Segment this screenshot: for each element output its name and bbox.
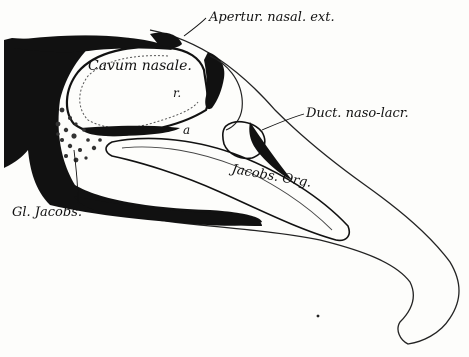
small-spot <box>317 315 320 318</box>
label-r: r. <box>173 87 181 99</box>
label-ductus-naso-lacrimalis: Duct. naso-lacr. <box>306 107 409 120</box>
mid-cartilage-bar <box>80 126 180 136</box>
glandula-jacobsoni <box>56 108 102 163</box>
snout-outline <box>80 30 459 344</box>
label-cavum-nasale: Cavum nasale. <box>88 59 192 73</box>
leader-ductus <box>262 114 304 130</box>
label-glandula-jacobsoni: Gl. Jacobs. <box>12 206 82 219</box>
label-a: a <box>183 124 190 136</box>
upper-cartilage <box>14 35 172 52</box>
label-apertura-nasalis-externa: Apertur. nasal. ext. <box>209 11 335 24</box>
leader-apertura <box>184 18 206 36</box>
